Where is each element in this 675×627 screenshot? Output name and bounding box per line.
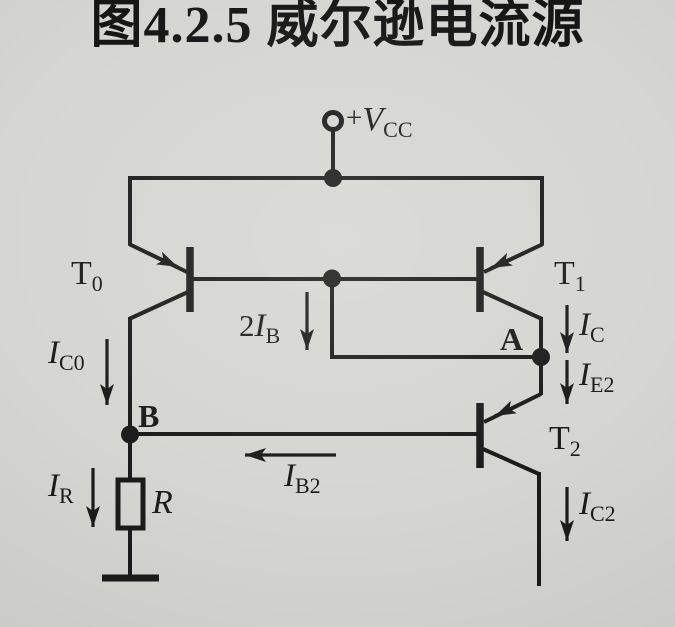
- t0-subscript: 0: [91, 271, 103, 296]
- t1-symbol: T: [554, 255, 575, 292]
- ie2-symbol: I: [579, 357, 590, 393]
- t0-label: T0: [71, 257, 103, 295]
- vcc-symbol: V: [362, 101, 384, 138]
- t2-subscript: 2: [569, 436, 581, 461]
- vcc-terminal-icon: [322, 110, 344, 132]
- ib2-label: IB2: [284, 460, 321, 497]
- t1-collector-diagonal: [482, 290, 543, 321]
- ib2-symbol: I: [284, 458, 295, 494]
- two-ib-subscript: B: [265, 323, 281, 348]
- vcc-plus-sign: +: [346, 102, 363, 134]
- two-ib-coefficient: 2: [239, 308, 255, 343]
- ie2-subscript: E2: [590, 372, 615, 397]
- t0-emitter-arrow-icon: [128, 242, 179, 269]
- t1-label: T1: [554, 257, 586, 295]
- t2-collector-diagonal: [482, 447, 540, 476]
- t0-collector-diagonal: [128, 290, 189, 321]
- t0-symbol: T: [71, 255, 92, 292]
- vcc-junction-dot: [324, 169, 342, 187]
- t1-subscript: 1: [574, 271, 586, 296]
- ic2-subscript: C2: [590, 501, 616, 526]
- t2-label: T2: [549, 422, 581, 460]
- ic2-symbol: I: [579, 486, 590, 522]
- ic-symbol: I: [579, 307, 590, 343]
- figure-title: 图4.2.5 威尔逊电流源: [90, 0, 585, 54]
- ir-symbol: I: [48, 468, 59, 504]
- node-a-label: A: [500, 321, 524, 357]
- ic-label: IC: [579, 309, 605, 346]
- ic0-subscript: C0: [59, 350, 85, 375]
- t1-emitter-arrow-icon: [490, 242, 544, 270]
- ib2-subscript: B2: [295, 473, 321, 498]
- ir-subscript: R: [59, 483, 74, 508]
- two-ib-label: 2IB: [239, 310, 280, 347]
- ie2-label: IE2: [579, 359, 614, 396]
- node-b-label: B: [138, 398, 160, 434]
- resistor-body: [115, 477, 146, 531]
- vcc-label: +VCC: [346, 103, 413, 141]
- t2-symbol: T: [549, 420, 570, 457]
- vcc-subscript: CC: [383, 117, 413, 142]
- ic2-label: IC2: [579, 488, 616, 525]
- resistor-label: R: [152, 484, 173, 521]
- t2-emitter-arrow-icon: [494, 392, 542, 418]
- node-a-dot: [532, 348, 550, 366]
- two-ib-symbol: I: [254, 308, 266, 344]
- ir-label: IR: [48, 470, 74, 507]
- ic0-label: IC0: [48, 337, 85, 374]
- ic0-symbol: I: [48, 335, 59, 371]
- ic-subscript: C: [590, 322, 605, 347]
